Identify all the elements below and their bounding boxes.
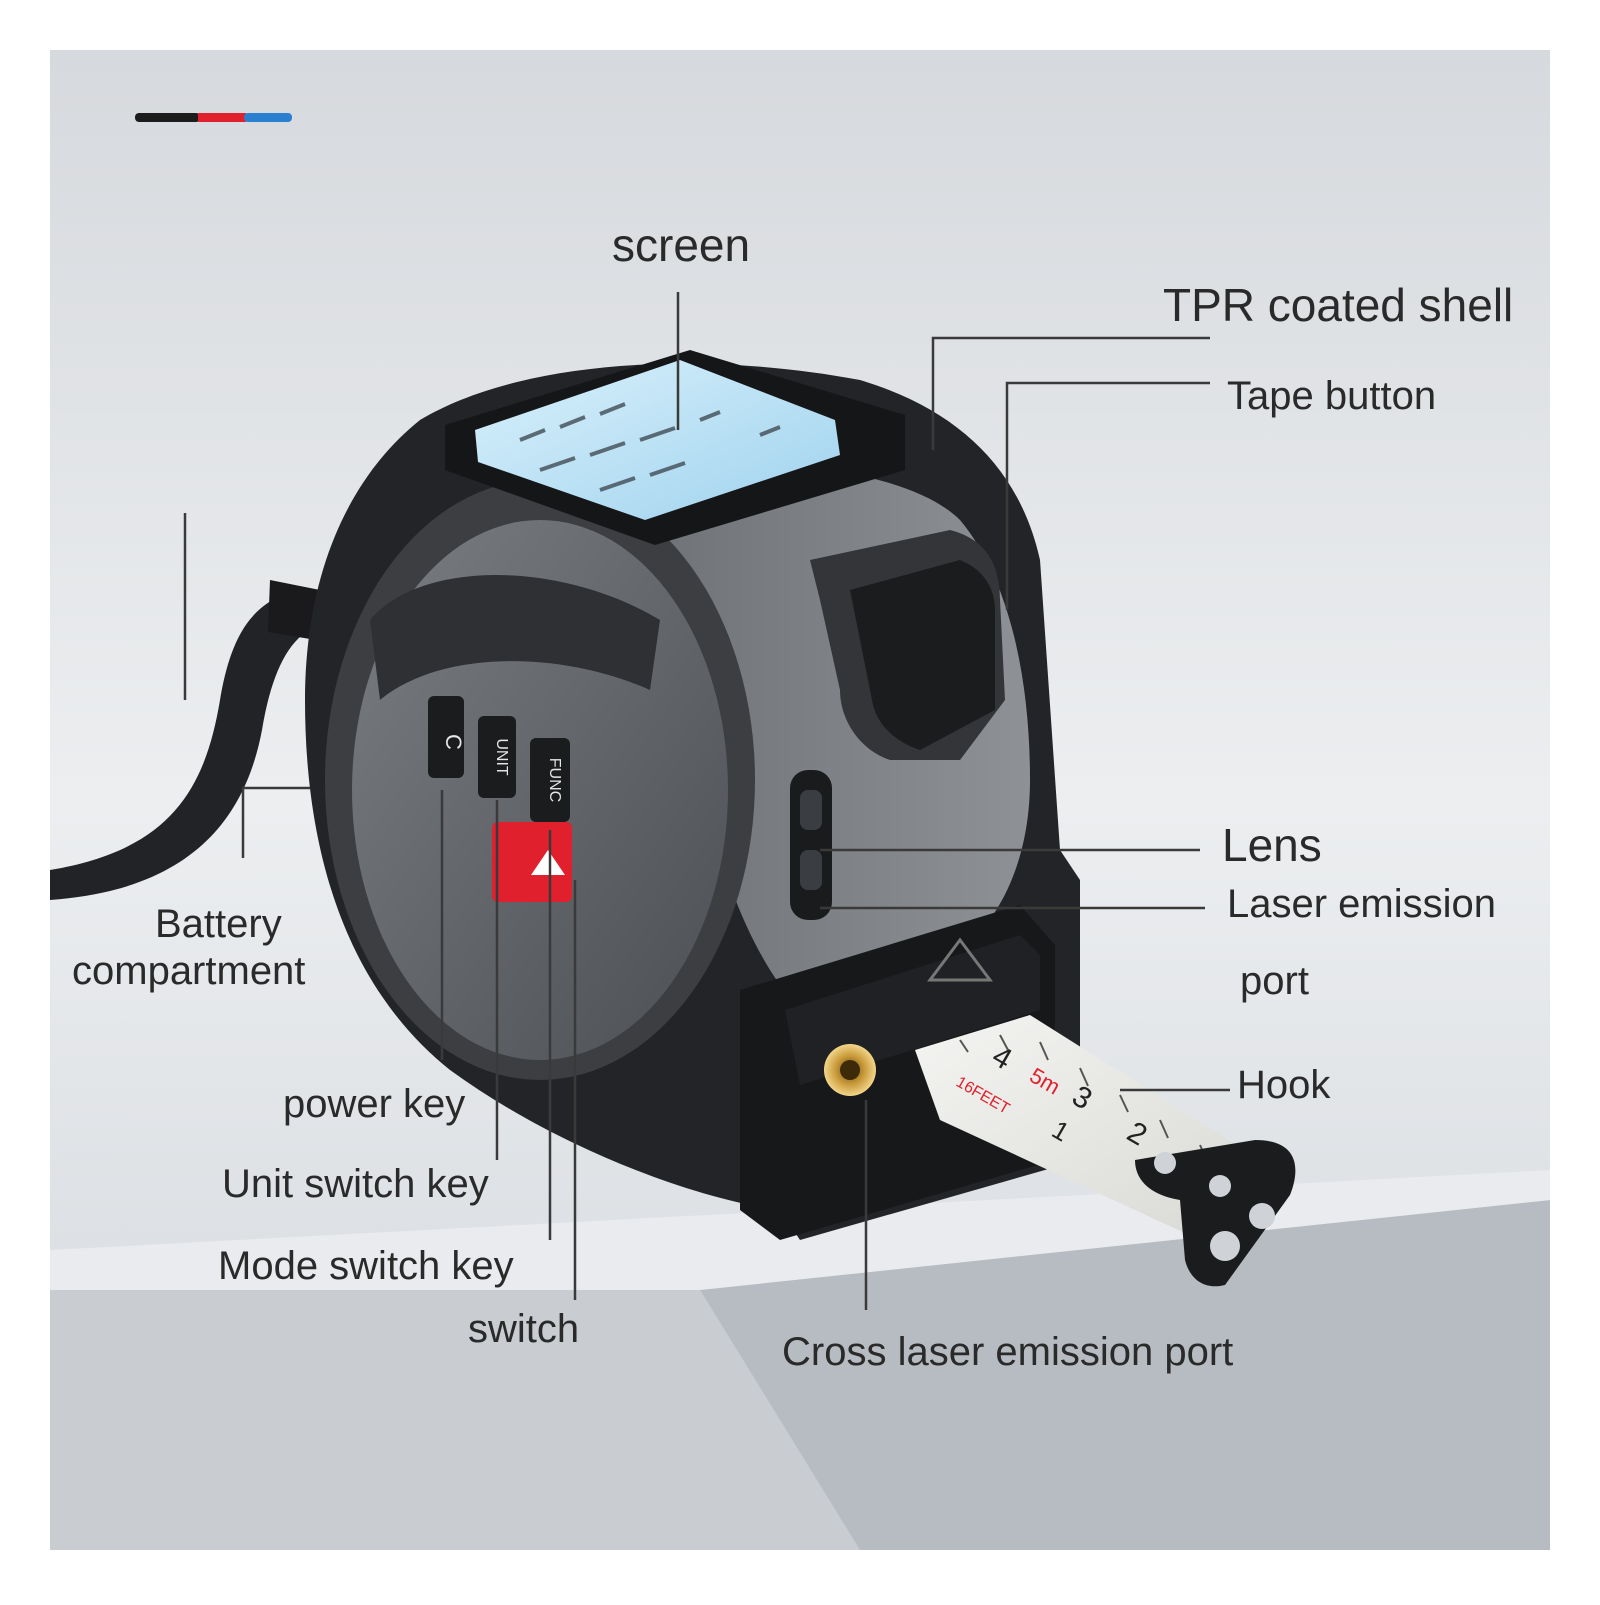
laser-emission-port [800,850,822,890]
label-mode-key: Mode switch key [218,1244,514,1288]
laser-warning-icon [927,937,993,982]
wrist-strap [50,590,320,900]
label-battery-2: compartment [72,949,306,993]
lens [800,790,822,830]
svg-text:FUNC: FUNC [546,758,563,802]
label-unit-key: Unit switch key [222,1162,489,1206]
strap-loop [268,580,320,640]
brand-stripe-icon [135,113,292,122]
leader-battery [241,786,310,858]
label-hook: Hook [1237,1063,1331,1107]
leader-tpr-shell [931,336,1210,450]
tape-hook [1135,1140,1296,1287]
label-laser-port-1: Laser emission [1227,882,1497,926]
key-func[interactable]: FUNC [530,738,570,822]
hook-rivet [1154,1152,1176,1174]
table-front [50,1290,860,1550]
svg-text:UNIT: UNIT [493,738,510,776]
face-recess [370,575,660,700]
leader-tape-button [1005,381,1210,610]
label-tape-button: Tape button [1227,374,1437,418]
tape-button[interactable] [850,560,995,750]
label-power-key: power key [283,1082,466,1126]
label-cross-laser: Cross laser emission port [782,1330,1234,1374]
label-switch: switch [468,1307,580,1351]
label-laser-port-2: port [1240,959,1309,1003]
hook-rivet [1209,1175,1231,1197]
label-battery-1: Battery [155,902,282,946]
tripod-socket-icon [824,1044,876,1096]
laser-switch[interactable] [492,822,572,902]
label-screen: screen [612,219,751,271]
key-unit[interactable]: UNIT [478,716,516,798]
table-side [700,1200,1550,1550]
hook-rivet [1249,1203,1275,1229]
label-tpr-shell: TPR coated shell [1163,279,1514,331]
key-c[interactable]: C [428,696,466,778]
label-lens: Lens [1222,819,1322,871]
leader-lines [183,292,1230,1310]
svg-text:C: C [441,734,466,750]
lcd-digits [519,402,781,492]
lcd-display [475,360,840,520]
hook-rivet [1210,1231,1240,1261]
